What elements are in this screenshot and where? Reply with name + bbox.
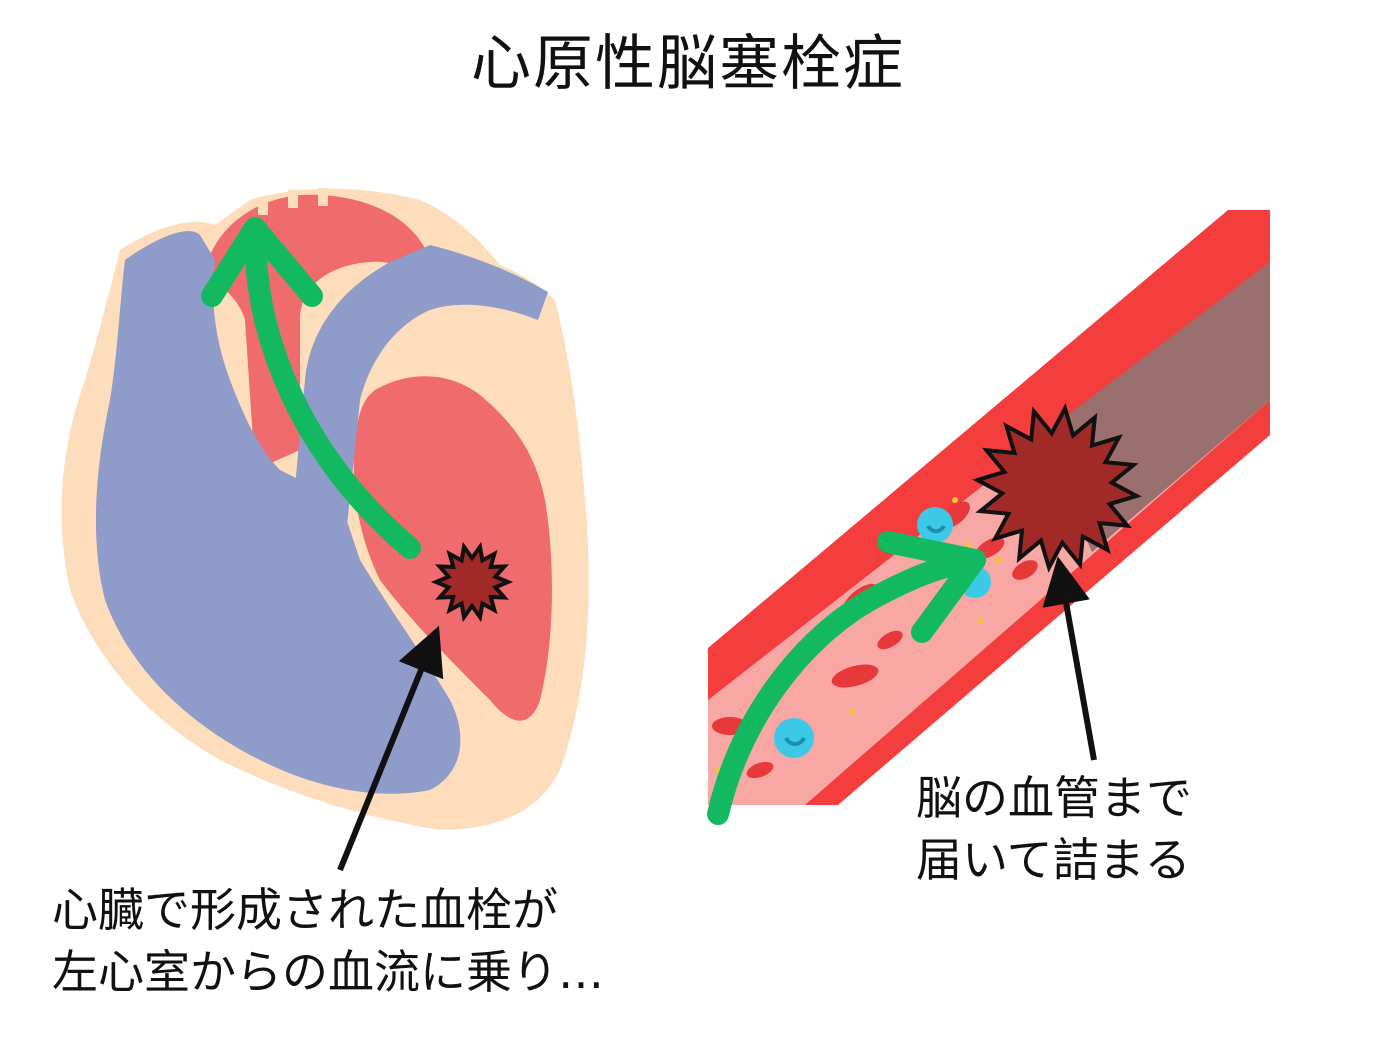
vessel-flow-arrow [707, 549, 986, 825]
vessel-caption: 脳の血管まで 届いて詰まる [916, 768, 1192, 891]
heart-clot [430, 541, 514, 623]
vessel-caption-line-1: 脳の血管まで [916, 771, 1192, 825]
left-ventricle [353, 376, 552, 721]
heart-flow-arrow [244, 221, 421, 559]
vessel-pointer-arrow [1042, 556, 1097, 761]
white-blood-cells [774, 507, 991, 758]
vessel-clot [972, 403, 1142, 573]
right-side-chambers [95, 231, 461, 794]
vessel-caption-line-2: 届いて詰まる [916, 832, 1191, 887]
pulmonary-artery [290, 245, 548, 545]
aorta-branch-gap [288, 190, 298, 208]
heart-flow-arrowhead [201, 217, 323, 307]
heart-illustration [61, 188, 589, 830]
heart-caption: 心臓で形成された血栓が 左心室からの血流に乗り… [52, 880, 604, 1003]
diagram-title: 心原性脳塞栓症 [471, 29, 905, 99]
heart-caption-line-1: 心臓で形成された血栓が [52, 883, 558, 937]
heart-caption-line-2: 左心室からの血流に乗り… [52, 944, 604, 999]
vessel-flow-arrowhead [877, 531, 986, 643]
aorta-branch-gap [318, 188, 328, 206]
aorta-branch-gap [258, 197, 268, 215]
heart-pointer-arrow [337, 625, 444, 872]
vessel-illustration [707, 210, 1270, 825]
platelets [715, 497, 1001, 773]
